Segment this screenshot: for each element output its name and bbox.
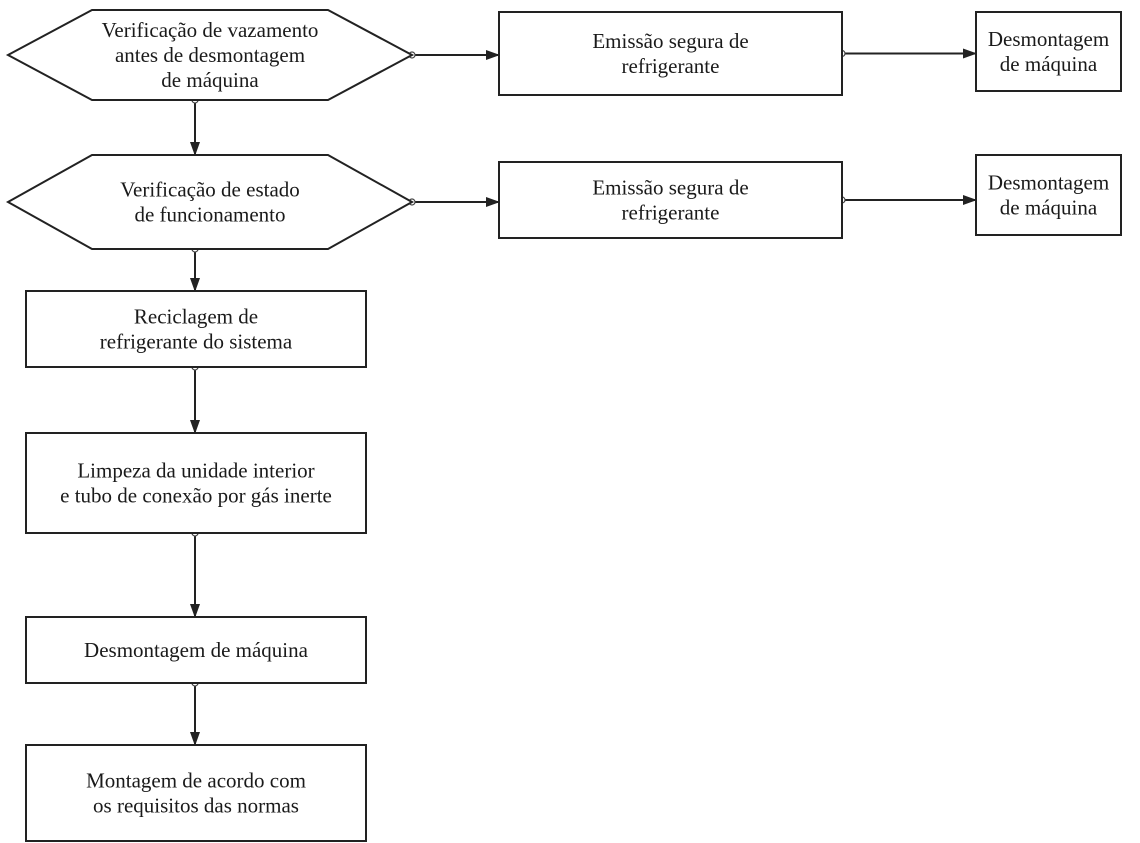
disassembly-main-node: Desmontagem de máquina [25, 616, 367, 684]
emission-1-label-line: Emissão segura de [592, 29, 748, 53]
edge-operation-check-to-recycling [190, 245, 200, 292]
disassembly-1-label-line: Desmontagem [988, 27, 1109, 51]
emission-2-label-line: refrigerante [622, 201, 720, 225]
operation-check-label-line: Verificação de estado [120, 178, 300, 202]
cleaning-label-line: Limpeza da unidade interior [77, 459, 314, 483]
emission-2-box [498, 161, 843, 239]
emission-1-label-line: refrigerante [622, 54, 720, 78]
recycling-box [25, 290, 367, 368]
disassembly-main-box [25, 616, 367, 684]
edge-cleaning-to-disassembly-main [190, 529, 200, 618]
recycling-label-line: refrigerante do sistema [100, 330, 293, 354]
emission-2-label-line: Emissão segura de [592, 176, 748, 200]
leak-check-label-line: antes de desmontagem [115, 43, 305, 67]
leak-check-label-line: Verificação de vazamento [102, 18, 319, 42]
disassembly-2-box [975, 154, 1122, 236]
disassembly-1-box [975, 11, 1122, 92]
edge-leak-check-to-emission-1 [408, 50, 500, 60]
edge-recycling-to-cleaning [190, 363, 200, 434]
disassembly-2-label-line: Desmontagem [988, 171, 1109, 195]
emission-1-box [498, 11, 843, 96]
cleaning-box [25, 432, 367, 534]
edge-emission-1-to-disassembly-1 [838, 48, 977, 59]
disassembly-main-label-line: Desmontagem de máquina [84, 638, 309, 662]
edge-operation-check-to-emission-2 [408, 197, 500, 207]
assembly-label-line: Montagem de acordo com [86, 769, 306, 793]
recycling-label-line: Reciclagem de [134, 305, 258, 329]
leak-check-label-line: de máquina [161, 68, 259, 92]
disassembly-2-label-line: de máquina [1000, 196, 1098, 220]
operation-check-hexagon [5, 154, 415, 250]
disassembly-1-label-line: de máquina [1000, 52, 1098, 76]
leak-check-hexagon [5, 9, 415, 101]
assembly-label-line: os requisitos das normas [93, 794, 299, 818]
edge-leak-check-to-operation-check [190, 96, 200, 156]
operation-check-label-line: de funcionamento [134, 203, 285, 227]
edge-emission-2-to-disassembly-2 [838, 195, 977, 205]
cleaning-label-line: e tubo de conexão por gás inerte [60, 484, 332, 508]
edge-disassembly-main-to-assembly [190, 679, 200, 746]
assembly-box [25, 744, 367, 842]
